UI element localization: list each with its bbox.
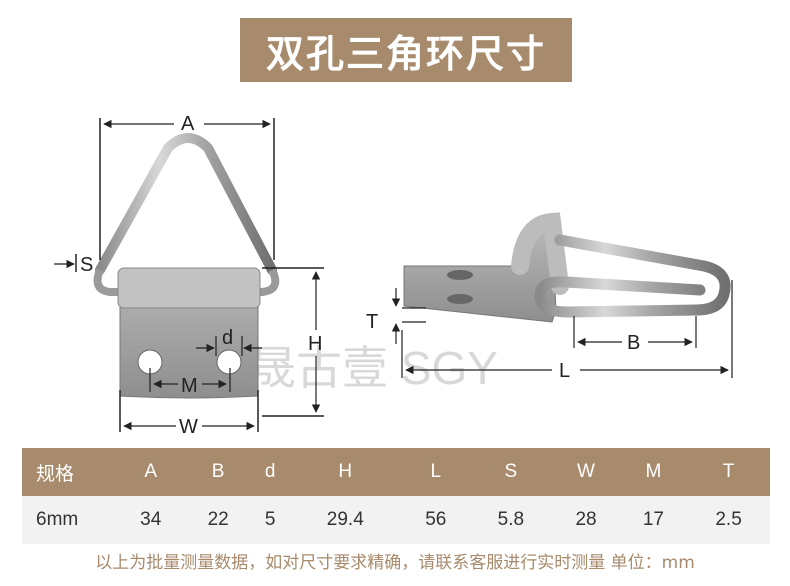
- side-hole-top: [447, 270, 473, 280]
- front-view: A S H d M W: [54, 113, 324, 438]
- dim-label-d: d: [222, 327, 233, 349]
- spec-table: 规格 A B d H L S W M T 6mm 34 22 5 29.4 56…: [22, 448, 770, 544]
- side-view: T B L: [366, 212, 733, 382]
- mounting-hole-right: [216, 349, 242, 375]
- dim-label-m: M: [181, 375, 198, 397]
- dim-label-s: S: [80, 254, 93, 276]
- table-header-cell: 规格: [22, 448, 117, 496]
- table-cell: 28: [552, 496, 620, 544]
- table-cell: 22: [184, 496, 252, 544]
- table-cell: 2.5: [687, 496, 770, 544]
- table-header-cell: M: [619, 448, 688, 496]
- table-cell: 56: [402, 496, 470, 544]
- dim-label-t: T: [366, 311, 378, 333]
- triangle-ring: [95, 133, 277, 275]
- dim-label-w: W: [179, 416, 198, 438]
- table-header-cell: W: [552, 448, 620, 496]
- page-title: 双孔三角环尺寸: [240, 18, 572, 82]
- dim-label-h: H: [308, 333, 322, 355]
- table-header-cell: A: [117, 448, 185, 496]
- table-cell: 34: [117, 496, 185, 544]
- table-header-cell: S: [469, 448, 553, 496]
- table-header-cell: H: [288, 448, 403, 496]
- table-header-cell: d: [251, 448, 289, 496]
- side-ring: [534, 234, 731, 318]
- table-header-cell: T: [687, 448, 770, 496]
- table-header-row: 规格 A B d H L S W M T: [22, 448, 770, 496]
- table-cell: 17: [619, 496, 688, 544]
- footnote: 以上为批量测量数据，如对尺寸要求精确，请联系客服进行实时测量 单位：mm: [95, 553, 695, 573]
- table-cell: 5: [251, 496, 289, 544]
- dim-label-l: L: [559, 360, 570, 382]
- dim-label-a: A: [181, 113, 195, 135]
- table-cell: 5.8: [469, 496, 553, 544]
- table-cell: 29.4: [288, 496, 403, 544]
- side-hole-bottom: [447, 294, 473, 304]
- dim-label-b: B: [627, 332, 640, 354]
- table-header-cell: L: [402, 448, 470, 496]
- watermark-text: 晟古壹 SGY: [250, 342, 498, 394]
- table-row: 6mm 34 22 5 29.4 56 5.8 28 17 2.5: [22, 496, 770, 544]
- dimension-diagram: 晟古壹 SGY A S H d: [54, 113, 733, 438]
- table-cell: 6mm: [22, 496, 117, 544]
- table-header-cell: B: [184, 448, 252, 496]
